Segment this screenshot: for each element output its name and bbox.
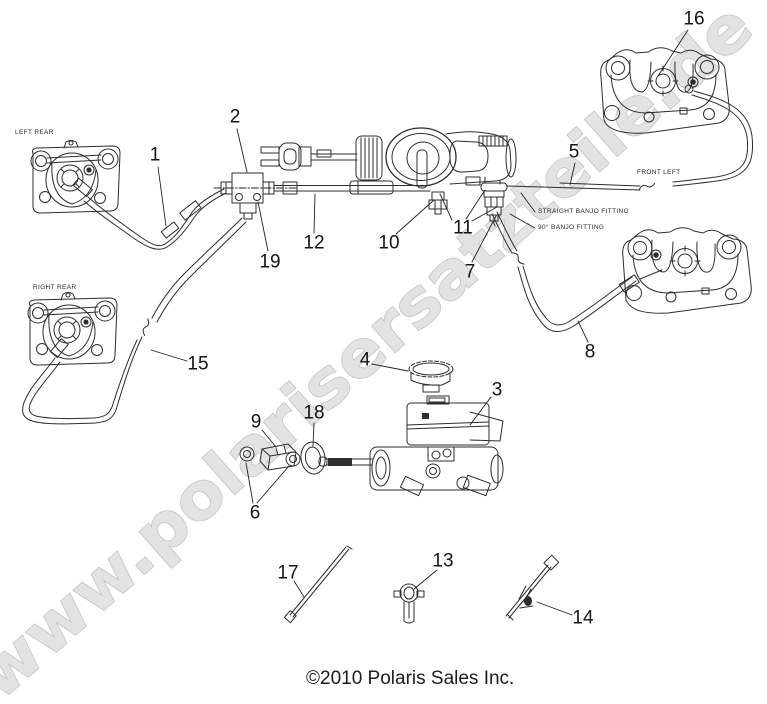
callout-8: 8 [584,341,596,363]
callout-12: 12 [303,232,325,254]
label-90-banjo: 90° BANJO FITTING [538,224,605,231]
label-left-rear: LEFT REAR [15,129,54,136]
cable-tie-14-drawing [505,554,560,621]
callout-4: 4 [359,349,371,371]
clamp-13-drawing [393,583,425,624]
callout-15: 15 [187,353,209,375]
callout-19: 19 [259,251,281,273]
front-right-caliper-drawing [491,211,752,332]
label-right-rear: RIGHT REAR [33,284,77,291]
left-rear-caliper-drawing [30,140,227,250]
front-left-caliper-drawing [506,47,754,191]
callout-9: 9 [250,411,262,433]
right-rear-caliper-drawing [22,217,247,425]
callout-10: 10 [378,232,400,254]
callout-13: 13 [432,550,454,572]
callout-5: 5 [568,141,580,163]
master-cylinder-drawing [239,360,504,497]
callout-14: 14 [572,607,594,629]
callout-6: 6 [249,502,261,524]
callout-leader-lines [150,29,689,616]
callout-18: 18 [303,402,325,424]
callout-11: 11 [453,217,473,239]
callout-17: 17 [277,562,299,584]
brake-line-12-drawing [273,180,431,195]
callout-3: 3 [491,379,503,401]
junction-block-drawing [213,172,297,220]
callout-16: 16 [683,8,705,30]
label-straight-banjo: STRAIGHT BANJO FITTING [538,208,630,215]
copyright-text: ©2010 Polaris Sales Inc. [306,668,515,689]
callout-1: 1 [149,144,161,166]
label-front-left: FRONT LEFT [637,169,681,176]
callout-7: 7 [464,261,476,283]
cable-tie-17-drawing [283,545,353,624]
callout-2: 2 [229,106,241,128]
